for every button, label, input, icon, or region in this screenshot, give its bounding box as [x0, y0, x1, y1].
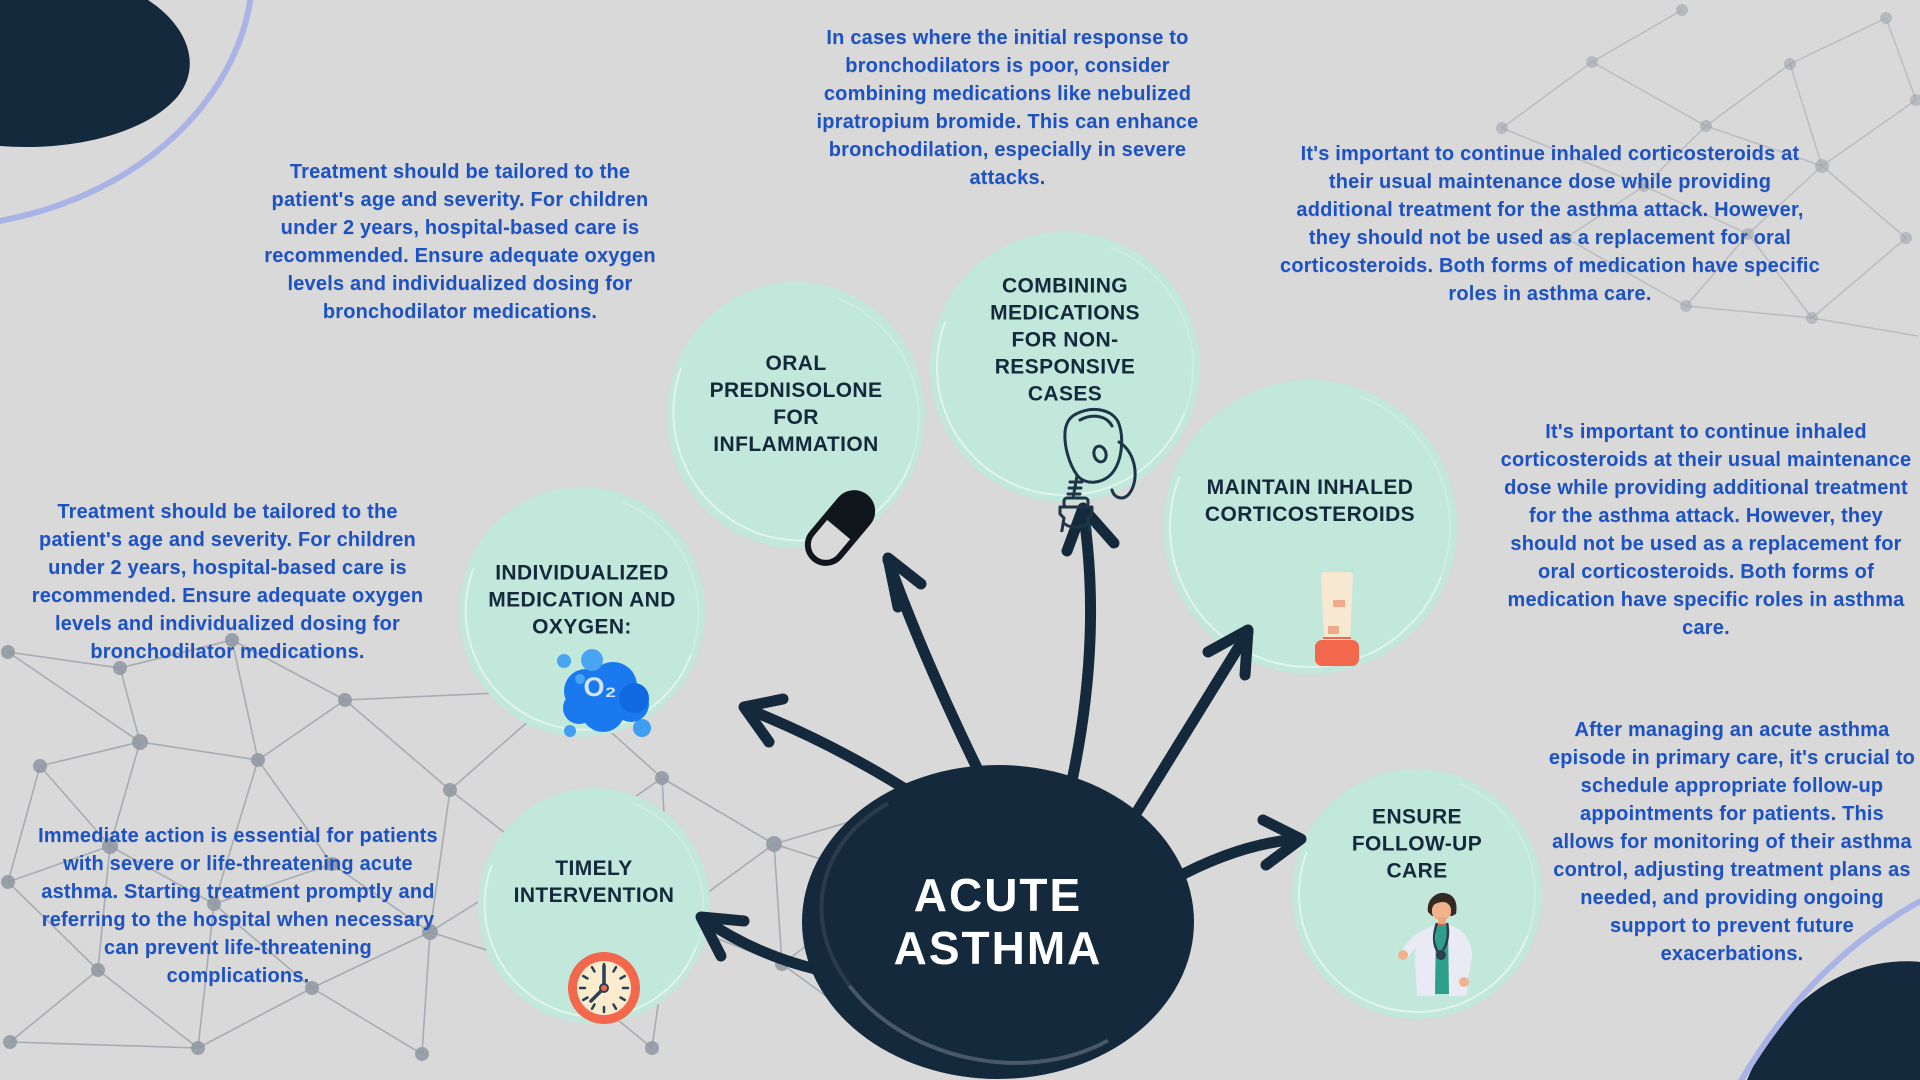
- oxygen-bubbles-icon: [557, 649, 651, 737]
- topic-label: INDIVIDUALIZED MEDICATION AND OXYGEN:: [488, 561, 676, 638]
- arrowhead-oral-prednisolone: [882, 552, 927, 613]
- page-title: ACUTE ASTHMA: [893, 869, 1103, 974]
- arrow-to-maintain-inhaled: [1129, 626, 1254, 821]
- oxygen-label: O₂: [583, 672, 617, 702]
- pill-capsule-icon: [804, 490, 876, 566]
- corner-blob-bottom-right: [1747, 961, 1920, 1080]
- topic-bubble-oral-prednisolone: ORAL PREDNISOLONE FOR INFLAMMATION: [667, 282, 925, 548]
- accent-curve-top-left: [0, 0, 254, 224]
- topic-label: COMBINING MEDICATIONS FOR NON-RESPONSIVE…: [990, 274, 1140, 406]
- nebulizer-mask-icon: [1058, 408, 1137, 532]
- accent-curve-bottom-right: [1738, 897, 1920, 1080]
- annotation-mid-right: It's important to continue inhaled corti…: [1500, 421, 1912, 639]
- annotation-top-center: In cases where the initial response to b…: [816, 27, 1199, 189]
- annotation-top-left: Treatment should be tailored to the pati…: [264, 161, 656, 323]
- arrowhead-follow-up-care: [1257, 814, 1307, 871]
- arrowhead-timely-intervention: [695, 911, 750, 962]
- arrow-to-follow-up-care: [1166, 833, 1306, 886]
- inhaler-icon: [1315, 572, 1359, 666]
- annotation-bottom-right: After managing an acute asthma episode i…: [1548, 719, 1916, 965]
- topic-label: MAINTAIN INHALED CORTICOSTEROIDS: [1204, 475, 1416, 526]
- clock-icon: [568, 952, 640, 1024]
- corner-blob-top-left: [0, 0, 190, 147]
- center-node-acute-asthma: ACUTE ASTHMA: [802, 765, 1194, 1079]
- topic-bubble-combining-medications: COMBINING MEDICATIONS FOR NON-RESPONSIVE…: [930, 232, 1200, 502]
- annotation-mid-left: Treatment should be tailored to the pati…: [31, 501, 424, 663]
- network-nodes-top-right: [1496, 4, 1920, 324]
- annotation-top-right: It's important to continue inhaled corti…: [1280, 143, 1821, 305]
- arrow-to-combining-medications: [1064, 504, 1097, 796]
- arrow-to-oral-prednisolone: [882, 554, 984, 776]
- annotation-bottom-left: Immediate action is essential for patien…: [38, 825, 438, 987]
- arrowhead-maintain-inhaled: [1202, 624, 1254, 681]
- topic-label: TIMELY INTERVENTION: [513, 857, 675, 908]
- topic-bubble-maintain-inhaled: MAINTAIN INHALED CORTICOSTEROIDS: [1163, 380, 1457, 674]
- arrowhead-individualized-medication: [738, 693, 789, 748]
- topic-label: ORAL PREDNISOLONE FOR INFLAMMATION: [709, 352, 883, 457]
- topic-label: ENSURE FOLLOW-UP CARE: [1351, 805, 1483, 883]
- doctor-icon: [1398, 892, 1472, 996]
